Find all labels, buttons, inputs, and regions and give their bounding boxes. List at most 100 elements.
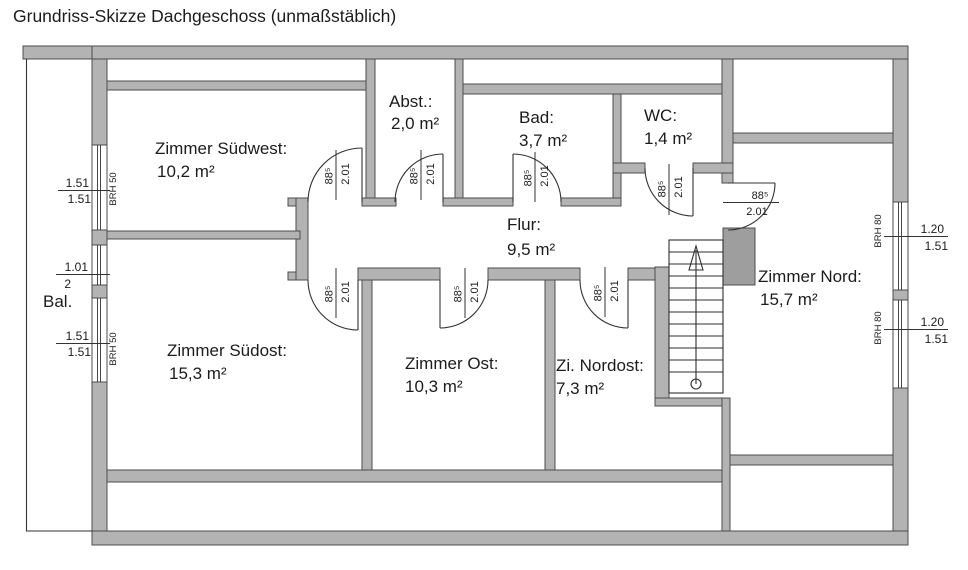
svg-text:1,4 m²: 1,4 m² (644, 129, 693, 148)
svg-text:1.51: 1.51 (68, 192, 92, 206)
svg-text:15,3 m²: 15,3 m² (169, 364, 227, 383)
windows (91, 144, 909, 389)
room-label-wc: WC: 1,4 m² (644, 106, 693, 148)
page-title: Grundriss-Skizze Dachgeschoss (unmaßstäb… (13, 6, 396, 26)
sill-height-label: BRH 80 (873, 311, 884, 344)
wall-wc-south-right (692, 162, 734, 174)
svg-text:88⁵: 88⁵ (657, 181, 669, 198)
svg-text:2.01: 2.01 (609, 280, 621, 301)
sill-height-label: BRH 50 (108, 332, 119, 365)
svg-text:1.51: 1.51 (925, 239, 949, 253)
wall-flur-west-bump-bottom (287, 271, 297, 281)
wall-left-1 (91, 58, 108, 146)
wall-flur-north-1 (361, 197, 397, 207)
balcony-door-label: 1.01 2 (56, 260, 110, 291)
svg-text:1.51: 1.51 (66, 176, 90, 190)
wall-left-3 (91, 284, 108, 299)
sill-height-label: BRH 80 (873, 214, 884, 247)
wall-left-2 (91, 229, 108, 246)
door-label-abst: 88⁵ 2.01 (409, 150, 437, 200)
svg-text:1.20: 1.20 (921, 315, 945, 329)
svg-text:2.01: 2.01 (539, 165, 551, 186)
svg-text:Zimmer Nord:: Zimmer Nord: (758, 267, 862, 286)
wall-flur-north-2 (442, 197, 514, 207)
wall-knee-southwest (106, 80, 376, 91)
svg-text:Bad:: Bad: (519, 108, 554, 127)
svg-text:88⁵: 88⁵ (409, 168, 421, 185)
balcony-label: Bal. (43, 292, 72, 311)
svg-text:88⁵: 88⁵ (752, 190, 769, 202)
window-left-upper (91, 144, 108, 231)
wall-abst-left (365, 58, 376, 207)
window-label-left-lower: 1.51 1.51 BRH 50 (56, 329, 119, 366)
wall-abst-right (454, 58, 464, 207)
wall-south-rooms (106, 469, 723, 483)
svg-text:88⁵: 88⁵ (593, 285, 605, 302)
walls (22, 45, 909, 546)
door-label-suedost: 88⁵ 2.01 (324, 268, 352, 318)
wall-nord-south (729, 454, 894, 466)
wall-suedost-ost-divider (361, 279, 373, 471)
wall-knee-bad-wc (462, 83, 734, 95)
svg-text:1.01: 1.01 (65, 260, 89, 274)
svg-text:1.51: 1.51 (68, 345, 92, 359)
wall-right-3 (892, 387, 909, 532)
door-ost (439, 279, 489, 329)
wall-right-2 (892, 289, 909, 301)
room-label-flur: Flur: 9,5 m² (507, 215, 556, 259)
svg-text:88⁵: 88⁵ (523, 170, 535, 187)
svg-text:2: 2 (64, 277, 71, 291)
door-label-suedwest: 88⁵ 2.01 (324, 150, 352, 200)
svg-text:Zi. Nordost:: Zi. Nordost: (556, 356, 644, 375)
door-suedwest (307, 147, 363, 203)
svg-text:1.20: 1.20 (921, 222, 945, 236)
wall-right-1 (892, 58, 909, 203)
chimney-block (722, 227, 756, 286)
doors (307, 147, 776, 331)
svg-text:2,0 m²: 2,0 m² (391, 114, 440, 133)
wall-wc-south-left (612, 162, 646, 174)
svg-text:1.51: 1.51 (925, 332, 949, 346)
window-label-right-lower: 1.20 1.51 BRH 80 (873, 311, 948, 346)
door-label-nordost: 88⁵ 2.01 (593, 267, 621, 317)
svg-text:2.01: 2.01 (469, 281, 481, 302)
wall-bad-wc-divider (612, 93, 622, 207)
svg-text:2.01: 2.01 (340, 281, 352, 302)
svg-text:9,5 m²: 9,5 m² (507, 240, 556, 259)
wall-flur-south-1 (357, 267, 441, 281)
wall-left-4 (91, 381, 108, 532)
door-wc (644, 167, 694, 217)
window-labels: 1.51 1.51 BRH 50 1.01 2 1.51 1.51 BRH 50… (56, 172, 948, 366)
wall-below-stair (721, 397, 731, 532)
door-suedost (307, 279, 359, 331)
svg-text:7,3 m²: 7,3 m² (556, 379, 605, 398)
svg-text:2.01: 2.01 (746, 206, 767, 218)
svg-text:Zimmer Ost:: Zimmer Ost: (405, 354, 499, 373)
balcony-door (91, 244, 108, 286)
door-abst (394, 153, 444, 203)
wall-knee-nord (732, 132, 894, 144)
wall-bottom-band (91, 530, 909, 546)
svg-text:2.01: 2.01 (425, 163, 437, 184)
svg-text:WC:: WC: (644, 106, 677, 125)
balcony-outline (25, 59, 92, 532)
door-nordost (579, 279, 629, 329)
wall-stair-left (654, 266, 670, 406)
window-label-left-upper: 1.51 1.51 BRH 50 (58, 172, 119, 206)
door-label-ost: 88⁵ 2.01 (453, 268, 481, 318)
wall-ost-nordost-divider (544, 279, 556, 471)
room-label-suedwest: Zimmer Südwest: 10,2 m² (155, 139, 287, 181)
door-nord (727, 182, 776, 231)
svg-text:Zimmer Südwest:: Zimmer Südwest: (155, 139, 287, 158)
window-label-right-upper: 1.20 1.51 BRH 80 (873, 214, 948, 253)
window-right-upper (892, 201, 909, 291)
room-label-bad: Bad: 3,7 m² (519, 108, 568, 150)
wall-suedwest-suedost-divider (106, 230, 301, 240)
svg-text:10,3 m²: 10,3 m² (405, 377, 463, 396)
stair-start-circle (690, 378, 702, 390)
wall-stair-bottom (654, 397, 731, 407)
svg-text:88⁵: 88⁵ (324, 168, 336, 185)
svg-text:88⁵: 88⁵ (453, 286, 465, 303)
